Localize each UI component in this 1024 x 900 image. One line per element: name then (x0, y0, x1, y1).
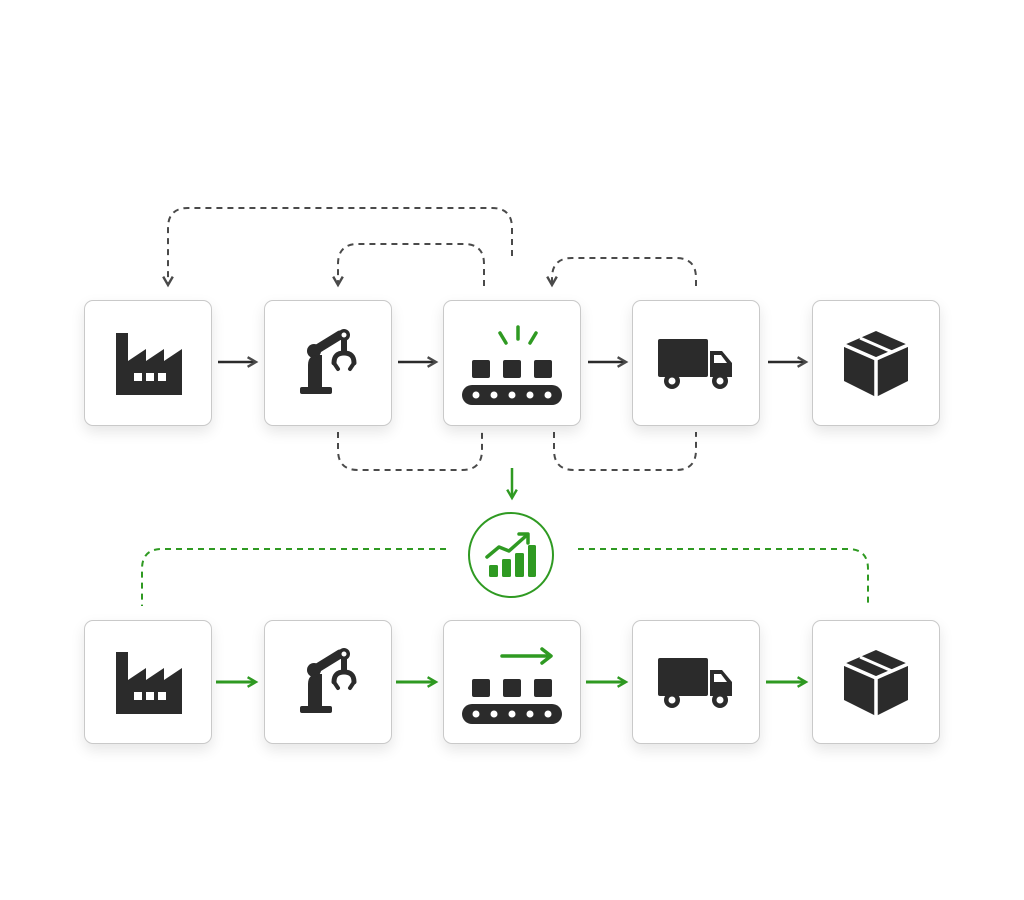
stage-conveyor-top (443, 300, 581, 426)
loop-conveyor-truck-bottom (553, 432, 697, 471)
stage-robot-bottom (264, 620, 392, 744)
stage-factory-top (84, 300, 212, 426)
hub-links (141, 548, 869, 606)
stage-robot-top (264, 300, 392, 426)
stage-box-top (812, 300, 940, 426)
robot-arm-icon (300, 648, 357, 713)
factory-icon (116, 652, 182, 714)
growth-chart-icon (485, 532, 536, 577)
package-box-icon (843, 650, 909, 716)
top-feedback-loops (168, 207, 697, 471)
robot-arm-icon (300, 329, 357, 394)
stage-factory-bottom (84, 620, 212, 744)
stage-truck-top (632, 300, 760, 426)
conveyor-belt-icon (462, 647, 562, 724)
stage-box-bottom (812, 620, 940, 744)
conveyor-belt-icon (462, 325, 562, 405)
hub-link-right (578, 548, 869, 606)
factory-icon (116, 333, 182, 395)
stage-conveyor-bottom (443, 620, 581, 744)
delivery-truck-icon (658, 339, 732, 389)
package-box-icon (843, 331, 909, 397)
growth-hub (468, 512, 554, 598)
loop-conveyor-to-factory (168, 207, 513, 285)
delivery-truck-icon (658, 658, 732, 708)
loop-robot-conveyor-bottom (337, 432, 483, 471)
hub-link-left (141, 548, 446, 606)
loop-truck-to-conveyor (552, 257, 697, 286)
activity-spark-icon (498, 325, 538, 345)
loop-conveyor-to-robot (338, 243, 485, 286)
stage-truck-bottom (632, 620, 760, 744)
flow-arrow-icon (500, 647, 553, 665)
